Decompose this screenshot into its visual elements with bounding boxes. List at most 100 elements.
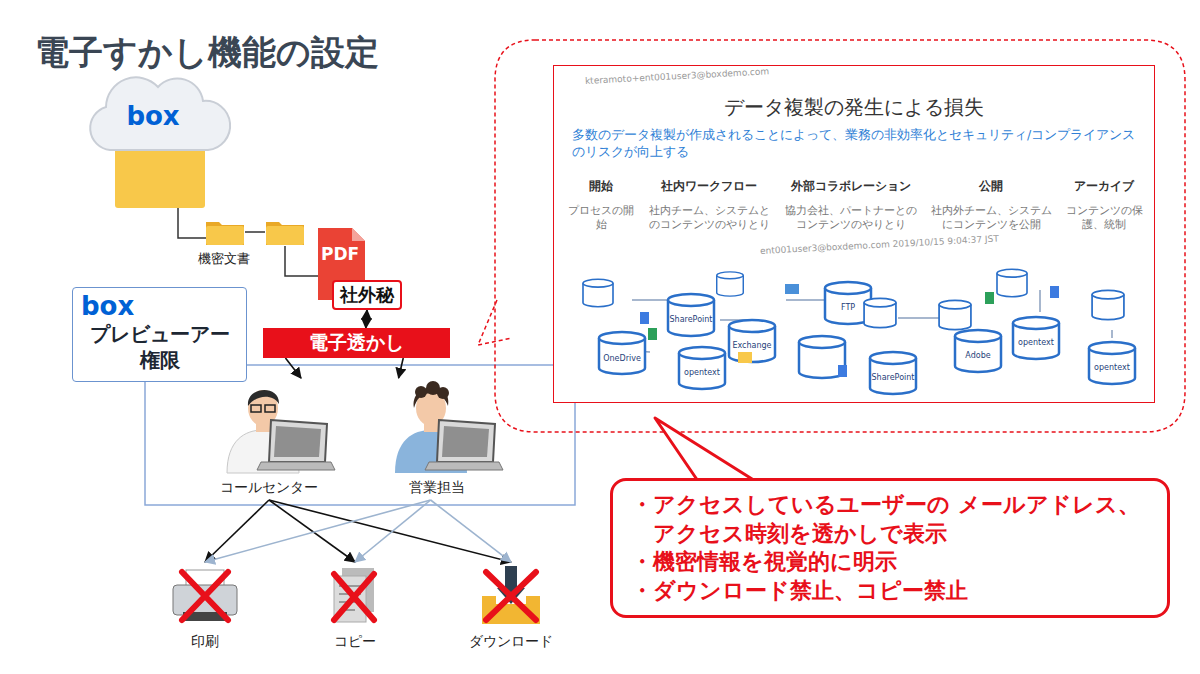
storage-illustration-part — [729, 320, 775, 362]
folder-label: 機密文書 — [198, 250, 250, 268]
storage-illustration-part — [717, 272, 744, 296]
storage-illustration-part — [1092, 290, 1124, 319]
person-figure-part — [274, 426, 321, 457]
node-text: アーカイブ — [1064, 178, 1144, 195]
person-figure-part — [425, 462, 503, 470]
storage-illustration-part — [583, 279, 613, 306]
callout-tail — [655, 418, 760, 484]
slide-ground — [553, 65, 1155, 403]
storage-name: Exchange — [732, 341, 771, 350]
slide-screenshot: データ複製の発生による損失多数のデータ複製が作成されることによって、業務の非効率… — [553, 65, 1155, 403]
page-title: 電子すかし機能の設定 — [35, 30, 379, 76]
folder-tree-part — [206, 222, 244, 245]
download-icon-part — [505, 566, 517, 590]
node-text: コピー — [334, 633, 376, 651]
person-figure-part — [437, 420, 495, 462]
confidential-stamp: 社外秘 — [332, 280, 402, 310]
storage-name: opentext — [1094, 363, 1130, 372]
node-body-text: ・ダウンロード禁止、コピー禁止 — [631, 577, 1149, 606]
connector-arrow — [399, 358, 404, 378]
copy-icon — [334, 568, 374, 622]
storage-illustration-part — [838, 365, 847, 377]
connector-arrow — [205, 500, 431, 562]
node-text: 公開 — [926, 178, 1056, 195]
download-icon — [482, 566, 540, 624]
storage-illustration-part — [648, 328, 657, 340]
connector-arrow — [269, 500, 511, 562]
person-figure-part — [248, 390, 279, 406]
storage-illustration-part — [1013, 317, 1059, 359]
pdf-icon-part — [318, 228, 365, 300]
user-figure: コールセンター — [205, 378, 333, 500]
node-text: box — [81, 292, 238, 321]
storage-name: Adobe — [965, 351, 990, 360]
person-figure-part — [269, 420, 327, 462]
folder-tree-part — [178, 208, 318, 276]
stage-column: 外部コラボレーション協力会社、パートナーとのコンテンツのやりとり — [782, 178, 920, 231]
person-figure-part — [251, 405, 261, 412]
storage-name: opentext — [1018, 338, 1054, 347]
stage-column: 社内ワークフロー社内チーム、システムとのコンテンツのやりとり — [644, 178, 774, 231]
printer-icon — [173, 570, 237, 621]
node-text: 電子透かし — [309, 330, 404, 356]
node-text: 開始 — [566, 178, 636, 195]
storage-illustration-part — [997, 269, 1027, 296]
node-body-text: プレビューアー 権限 — [81, 321, 238, 373]
node-text: 社内ワークフロー — [644, 178, 774, 195]
connector-arrow — [269, 500, 355, 562]
storage-illustration-part — [668, 294, 714, 336]
node-text: コールセンター — [218, 479, 320, 497]
node-body-text: 協力会社、パートナーとのコンテンツのやりとり — [782, 203, 920, 231]
dashed-callout — [478, 40, 1185, 432]
connector-arrow — [285, 358, 301, 378]
download-icon-part — [486, 572, 536, 620]
stage-column: 開始プロセスの開始 — [566, 178, 636, 231]
user-group-frame — [145, 365, 575, 505]
node-body-text: 社内チーム、システムとのコンテンツのやりとり — [644, 203, 774, 231]
storage-illustration-part — [738, 352, 752, 363]
blocked-action: 印刷 — [158, 562, 252, 654]
node-text: 営業担当 — [407, 479, 467, 497]
storage-illustration-part — [640, 312, 649, 324]
storage-illustration — [583, 269, 1135, 394]
dashed-callout-part — [495, 40, 1185, 432]
watermark-text: kteramoto+ent001user3@boxdemo.com — [585, 66, 770, 86]
node-body-text: ・機密情報を視覚的に明示 — [631, 548, 1149, 577]
folder-tree — [90, 77, 318, 276]
node-body-text: コンテンツの保護、統制 — [1064, 203, 1144, 231]
person-figure-part — [437, 387, 449, 399]
storage-illustration-part — [870, 352, 916, 394]
storage-illustration-part — [985, 292, 994, 304]
storage-name: OneDrive — [603, 354, 641, 363]
node-text: 外部コラボレーション — [782, 178, 920, 195]
pdf-icon-part — [352, 228, 365, 241]
node-body-text: 多数のデータ複製が作成されることによって、業務の非効率化とセキュリティ/コンプラ… — [572, 127, 1136, 161]
node-text: box — [126, 102, 179, 131]
blocked-action: コピー — [313, 562, 397, 654]
stage-column: 公開社内外チーム、システムにコンテンツを公開 — [926, 178, 1056, 231]
feature-callout: ・アクセスしているユーザーの メールアドレス、アクセス時刻を透かしで表示・機密情… — [610, 478, 1170, 618]
node-text: ・アクセスしているユーザーの メールアドレス、アクセス時刻を透かしで表示 — [631, 491, 1149, 548]
person-figure-part — [415, 386, 427, 398]
storage-illustration-part — [785, 284, 799, 294]
folder-tree-part — [90, 77, 230, 150]
storage-illustration-part — [939, 300, 971, 329]
folder-tree-part — [266, 222, 304, 245]
watermark-text: ent001user3@boxdemo.com 2019/10/15 9:04:… — [760, 233, 999, 255]
connector-arrow — [355, 500, 431, 562]
storage-name: SharePoint — [670, 315, 713, 324]
connector-arrow — [366, 310, 367, 328]
storage-name: opentext — [684, 368, 720, 377]
stage-column: アーカイブコンテンツの保護、統制 — [1064, 178, 1144, 231]
printer-icon-part — [182, 572, 228, 620]
copy-icon-part — [334, 574, 374, 620]
storage-illustration-part — [955, 330, 1001, 372]
storage-name: FTP — [841, 303, 855, 312]
node-text: ダウンロード — [469, 633, 553, 651]
storage-illustration-part — [679, 347, 725, 389]
node-body-text: プロセスの開始 — [566, 203, 636, 231]
file-type: PDF — [321, 244, 359, 264]
pdf-icon — [318, 228, 365, 300]
